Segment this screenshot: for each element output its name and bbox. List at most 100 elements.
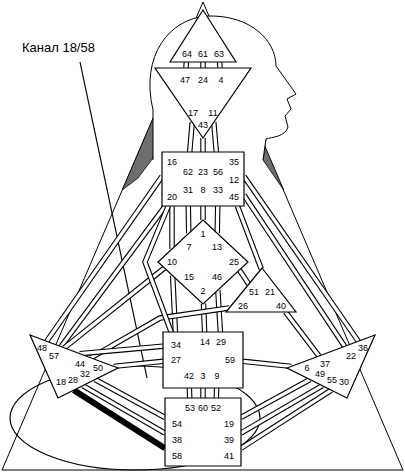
gate-number: 22 <box>346 352 356 361</box>
channel-inner <box>218 62 222 68</box>
center-shape: 34142927594239 <box>161 330 245 390</box>
channel-outline <box>83 386 165 433</box>
channel <box>203 62 204 68</box>
gate-number: 13 <box>212 243 222 252</box>
channel-outline <box>114 361 163 366</box>
gate-number: 62 <box>183 168 193 177</box>
gate-number: 2 <box>200 287 205 296</box>
gate-number: 29 <box>216 338 226 347</box>
center-outline <box>224 266 298 314</box>
channel-inner <box>184 62 188 68</box>
gate-number: 64 <box>182 50 192 59</box>
channel-inner <box>214 122 217 152</box>
center-polygon <box>226 268 296 312</box>
gate-number: 58 <box>172 452 182 461</box>
channel-inner <box>114 361 163 366</box>
gate-number: 17 <box>188 109 198 118</box>
channel-outline <box>169 206 175 249</box>
head-silhouette <box>150 16 296 160</box>
channel <box>172 206 173 249</box>
callout-label: Канал 18/58 <box>22 40 95 56</box>
gate-number: 33 <box>213 186 223 195</box>
channel <box>114 361 163 366</box>
channel-outline <box>200 388 206 398</box>
center-polygon <box>170 10 236 62</box>
gate-number: 41 <box>224 452 234 461</box>
channel-outline <box>286 312 319 356</box>
channel <box>243 361 291 366</box>
center-shape: 163562235612318332045 <box>160 150 246 208</box>
gate-number: 19 <box>224 420 234 429</box>
gate-number: 36 <box>358 344 368 353</box>
channel-inner <box>241 390 331 448</box>
channel-outline <box>200 138 206 152</box>
gate-number: 26 <box>238 302 248 311</box>
channel <box>219 62 220 68</box>
channel <box>244 176 358 341</box>
channel-outline <box>244 176 358 341</box>
channel-inner <box>286 312 319 356</box>
gate-number: 23 <box>198 168 208 177</box>
gate-number: 24 <box>198 76 208 85</box>
gate-number: 12 <box>229 176 239 185</box>
channel <box>189 388 190 398</box>
channel-inner <box>173 276 176 332</box>
gate-number: 50 <box>93 364 103 373</box>
gate-number: 35 <box>229 158 239 167</box>
gate-number: 38 <box>172 436 182 445</box>
gate-number: 63 <box>214 50 224 59</box>
channel <box>203 206 204 220</box>
gate-number: 15 <box>184 273 194 282</box>
channel-outline <box>214 206 220 233</box>
gate-number: 47 <box>180 76 190 85</box>
channel <box>239 270 248 284</box>
channel-outline <box>200 206 206 220</box>
gate-number: 43 <box>198 121 208 130</box>
gate-number: 55 <box>327 376 337 385</box>
channel-outline <box>173 276 176 332</box>
gate-number: 1 <box>200 230 205 239</box>
channel <box>80 346 163 354</box>
gate-number: 40 <box>276 302 286 311</box>
gate-number: 7 <box>186 243 191 252</box>
gate-number: 31 <box>183 186 193 195</box>
gate-number: 37 <box>320 360 330 369</box>
channel <box>217 206 218 233</box>
channel-inner <box>188 388 192 398</box>
center-polygon <box>165 398 241 466</box>
gate-number: 57 <box>49 352 59 361</box>
channel-inner <box>190 122 193 152</box>
center-shape: 48574450182832 <box>28 333 120 400</box>
channel-outline <box>214 388 220 398</box>
channel <box>83 386 165 433</box>
channel-inner <box>243 361 291 366</box>
gate-number: 25 <box>229 258 239 267</box>
gate-number: 32 <box>80 370 90 379</box>
channel-outline <box>241 390 331 448</box>
gate-number: 9 <box>214 372 219 381</box>
channel-inner <box>187 206 191 233</box>
gate-number: 3 <box>200 372 205 381</box>
channel-outline <box>214 122 217 152</box>
gate-number: 60 <box>198 404 208 413</box>
gate-number: 48 <box>37 344 47 353</box>
gate-number: 49 <box>315 370 325 379</box>
gate-number: 61 <box>198 50 208 59</box>
gate-number: 34 <box>171 341 181 350</box>
channel-outline <box>243 361 291 366</box>
center-shape: 64 61 63 <box>168 8 238 64</box>
channel <box>241 386 322 433</box>
center-polygon <box>30 335 118 398</box>
gate-number: 51 <box>249 288 259 297</box>
channel-outline <box>203 304 204 332</box>
gate-number: 30 <box>339 378 349 387</box>
channel-inner <box>244 176 358 341</box>
center-polygon <box>287 335 375 398</box>
gate-number: 10 <box>167 258 177 267</box>
channel <box>241 390 331 448</box>
center-shape: 51212640 <box>224 266 298 314</box>
center-polygon <box>163 332 243 388</box>
center-polygon <box>155 68 251 138</box>
channel-inner <box>83 386 165 433</box>
gate-number: 39 <box>224 436 234 445</box>
